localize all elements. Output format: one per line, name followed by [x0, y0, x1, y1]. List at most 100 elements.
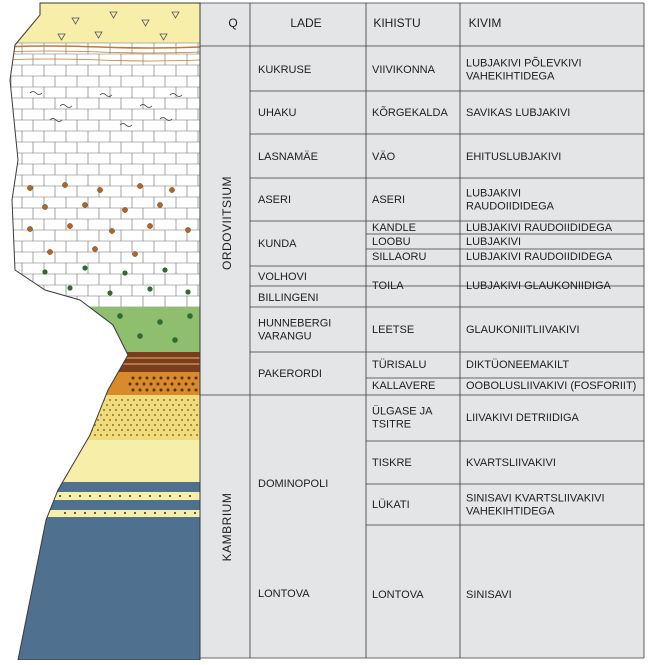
kivim-rock-label: LUBJAKIVI	[466, 236, 521, 248]
band-dot	[119, 495, 121, 497]
sand-dot	[85, 429, 87, 431]
sand-dot	[136, 434, 138, 436]
kihistu-formation-label: TOILA	[372, 280, 404, 292]
kivim-rock-label: LUBJAKIVI	[466, 188, 521, 200]
header-lade: LADE	[290, 16, 321, 30]
sand-dot	[190, 434, 192, 436]
sand-dot	[139, 399, 141, 401]
sand-dot	[172, 404, 174, 406]
sand-dot	[154, 414, 156, 416]
fossil-mark	[139, 104, 153, 108]
obolus-dot	[173, 388, 177, 392]
sand-dot	[115, 419, 117, 421]
sand-dot	[103, 409, 105, 411]
glauconite-sand-dot	[172, 337, 178, 343]
sand-dot	[91, 419, 93, 421]
glauconite-dot	[162, 267, 168, 273]
sand-dot	[100, 414, 102, 416]
sand-dot	[136, 414, 138, 416]
sand-dot	[115, 409, 117, 411]
kihistu-formation-label: VIIVIKONNA	[372, 64, 436, 76]
obolus-dot	[166, 376, 170, 380]
sand-dot	[181, 419, 183, 421]
system-ordovician: ORDOVIITSIUM	[220, 176, 234, 270]
kihistu-formation-label: ASERI	[372, 194, 405, 206]
sand-dot	[148, 414, 150, 416]
band-dot	[139, 495, 141, 497]
sand-dot	[181, 429, 183, 431]
sand-dot	[187, 399, 189, 401]
sand-dot	[94, 414, 96, 416]
kivim-rock-label: SINISAVI	[466, 589, 512, 601]
sand-dot	[163, 409, 165, 411]
iron-ooid	[185, 227, 191, 233]
sand-dot	[112, 424, 114, 426]
lade-stage-label: UHAKU	[258, 107, 297, 119]
sand-dot	[130, 414, 132, 416]
quaternary-triangle	[159, 33, 168, 41]
sand-dot	[166, 434, 168, 436]
sand-dot	[142, 404, 144, 406]
obolus-dot	[177, 382, 181, 386]
sand-dot	[127, 409, 129, 411]
sand-dot	[118, 424, 120, 426]
sand-dot	[187, 419, 189, 421]
kihistu-formation-label: VÄO	[372, 151, 396, 163]
band-dot	[184, 512, 186, 514]
kivim-rock-label: LUBJAKIVI RAUDOIIDIDEGA	[466, 222, 613, 234]
sand-dot	[100, 434, 102, 436]
band-dot	[169, 495, 171, 497]
quaternary-layer	[10, 3, 200, 43]
band-dot	[144, 512, 146, 514]
clay-band-1	[10, 482, 200, 492]
sand-dot	[124, 424, 126, 426]
sand-dot	[175, 419, 177, 421]
glauconite-sand-dot	[67, 329, 73, 335]
sand-dot	[127, 419, 129, 421]
kihistu-formation-label: KANDLE	[372, 222, 416, 234]
fossil-mark	[159, 117, 173, 121]
obolus-dot	[138, 376, 142, 380]
band-dot	[124, 512, 126, 514]
band-dot	[159, 495, 161, 497]
lade-stage-label: VARANGU	[258, 331, 312, 343]
quaternary-triangles	[57, 11, 180, 41]
iron-ooid-dots	[27, 182, 191, 257]
sand-dot	[94, 434, 96, 436]
sand-dot	[88, 414, 90, 416]
sand-dot	[175, 409, 177, 411]
sand-dot	[160, 404, 162, 406]
sand-dot	[151, 399, 153, 401]
kivim-rock-label: RAUDOIIDIDEGA	[466, 201, 555, 213]
sand-dot	[121, 409, 123, 411]
kihistu-formation-label: TÜRISALU	[372, 359, 426, 371]
sand-dot	[106, 424, 108, 426]
sand-dot	[109, 399, 111, 401]
obolus-dot	[131, 376, 135, 380]
sand-dot	[133, 399, 135, 401]
lade-stage-label: HUNNEBERGI	[258, 318, 331, 330]
sand-dot	[193, 399, 195, 401]
oil-shale-bands	[10, 45, 200, 62]
iron-ooid	[132, 251, 138, 257]
sand-dot	[145, 409, 147, 411]
kivim-rock-label: GLAUKONIITLIIVAKIVI	[466, 324, 580, 336]
glauconite-dot	[67, 285, 73, 291]
sand-dot	[148, 424, 150, 426]
sand-dot	[118, 404, 120, 406]
lade-stage-label: BILLINGENI	[258, 292, 319, 304]
obolus-dot	[180, 388, 184, 392]
sand-dot	[79, 429, 81, 431]
iron-ooid	[67, 223, 73, 229]
obolus-dot	[191, 382, 195, 386]
band-dot	[189, 495, 191, 497]
sand-dot	[82, 434, 84, 436]
obolus-dot	[159, 388, 163, 392]
quaternary-triangle	[171, 11, 180, 19]
system-cambrian: KAMBRIUM	[220, 493, 234, 562]
obolus-dot	[187, 388, 191, 392]
kivim-rock-label: EHITUSLUBJAKIVI	[466, 151, 561, 163]
sand-dot	[196, 434, 198, 436]
obolus-dot	[194, 376, 198, 380]
